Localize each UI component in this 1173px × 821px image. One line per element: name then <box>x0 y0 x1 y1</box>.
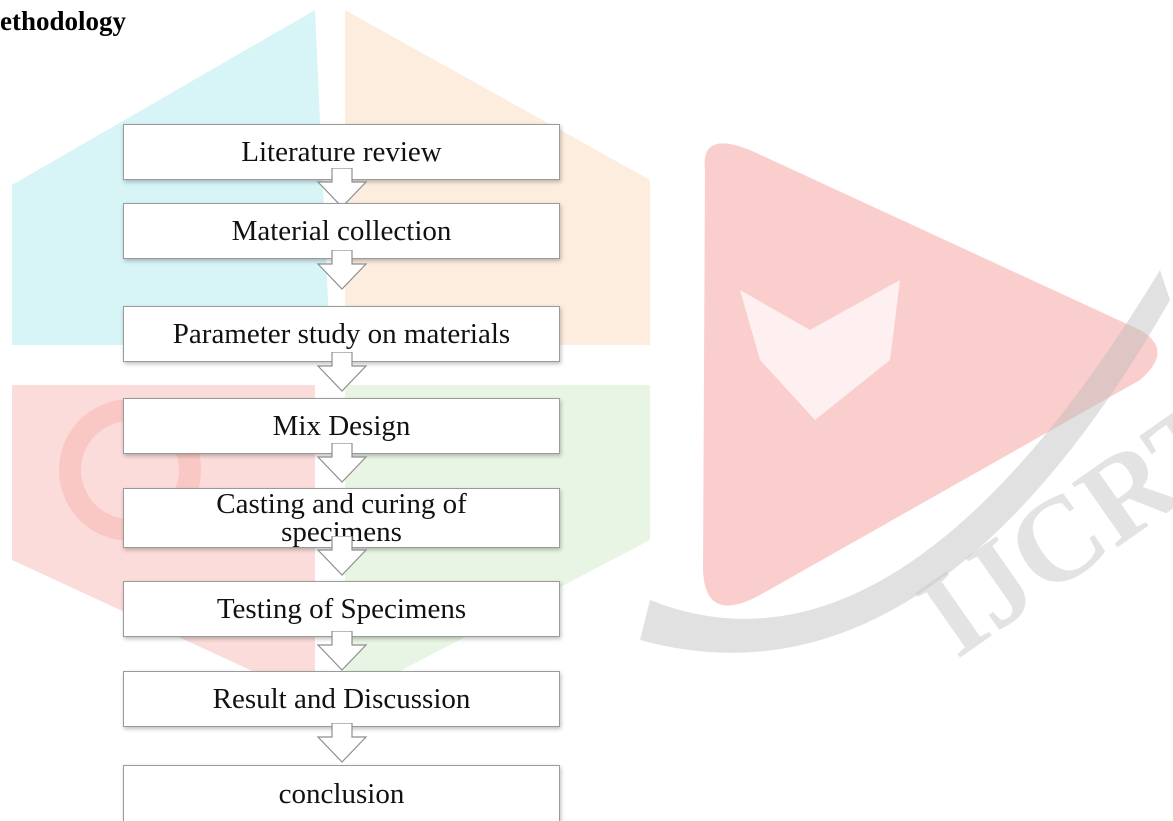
step-label: Result and Discussion <box>212 683 471 715</box>
step-literature-review: Literature review <box>123 124 560 180</box>
step-conclusion: conclusion <box>123 765 560 821</box>
step-label: conclusion <box>278 777 405 810</box>
down-arrow-icon <box>316 168 368 208</box>
section-heading: ethodology <box>0 6 127 36</box>
down-arrow-icon <box>316 723 368 763</box>
step-label: Mix Design <box>272 410 411 442</box>
watermark-play-triangle-icon <box>703 143 1158 606</box>
step-parameter-study: Parameter study on materials <box>123 306 560 362</box>
down-arrow-icon <box>316 631 368 671</box>
step-testing-specimens: Testing of Specimens <box>123 581 560 637</box>
step-result-discussion: Result and Discussion <box>123 671 560 727</box>
down-arrow-icon <box>316 443 368 483</box>
step-label: Literature review <box>241 136 442 168</box>
down-arrow-icon <box>316 250 368 290</box>
step-label: Testing of Specimens <box>216 593 467 625</box>
watermark-book-icon <box>740 280 900 420</box>
down-arrow-icon <box>316 352 368 392</box>
step-label: Material collection <box>231 215 452 247</box>
step-label: Parameter study on materials <box>172 318 511 350</box>
down-arrow-icon <box>316 536 368 576</box>
watermark-swoosh <box>640 270 1170 653</box>
